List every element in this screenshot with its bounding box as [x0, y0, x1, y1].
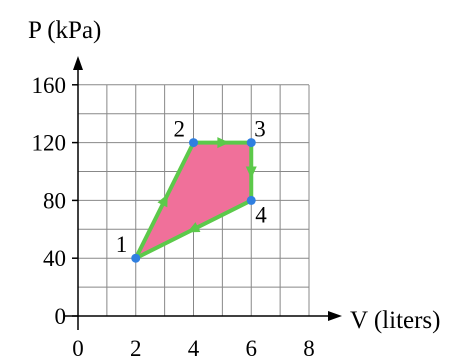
state-point-3: [246, 138, 256, 148]
x-tick-label: 8: [303, 336, 315, 358]
state-points: [131, 138, 256, 263]
state-point-4: [246, 195, 256, 205]
x-axis-arrowhead: [328, 311, 342, 321]
x-tick-label: 2: [130, 336, 142, 358]
y-tick-label: 120: [32, 131, 67, 156]
y-axis-label: P (kPa): [28, 17, 101, 44]
state-label-3: 3: [254, 117, 266, 142]
state-point-2: [189, 138, 198, 148]
state-label-1: 1: [116, 232, 128, 257]
x-axis-label: V (liters): [350, 307, 441, 334]
y-tick-label: 80: [43, 188, 66, 213]
x-tick-label: 4: [188, 336, 200, 358]
state-point-1: [131, 253, 141, 263]
arrowhead-3-4: [245, 166, 257, 179]
x-tick-label: 6: [246, 336, 258, 358]
y-tick-label: 40: [43, 246, 66, 271]
x-tick-label: 0: [72, 336, 84, 358]
labels: P (kPa) V (liters) 0 40 80 120 160 0 2 4 6 8 1 2 3 4: [28, 17, 441, 358]
state-label-2: 2: [174, 117, 186, 142]
arrowhead-4-1: [187, 222, 201, 233]
y-tick-label: 160: [32, 73, 67, 98]
arrowhead-1-2: [157, 194, 168, 208]
cycle-area: [135, 142, 252, 259]
cycle-path: [133, 137, 257, 261]
y-axis-arrowhead: [73, 56, 83, 70]
axes: [64, 56, 342, 330]
arrowhead-2-3: [217, 137, 230, 149]
y-tick-label: 0: [55, 304, 67, 329]
state-label-4: 4: [255, 202, 267, 227]
